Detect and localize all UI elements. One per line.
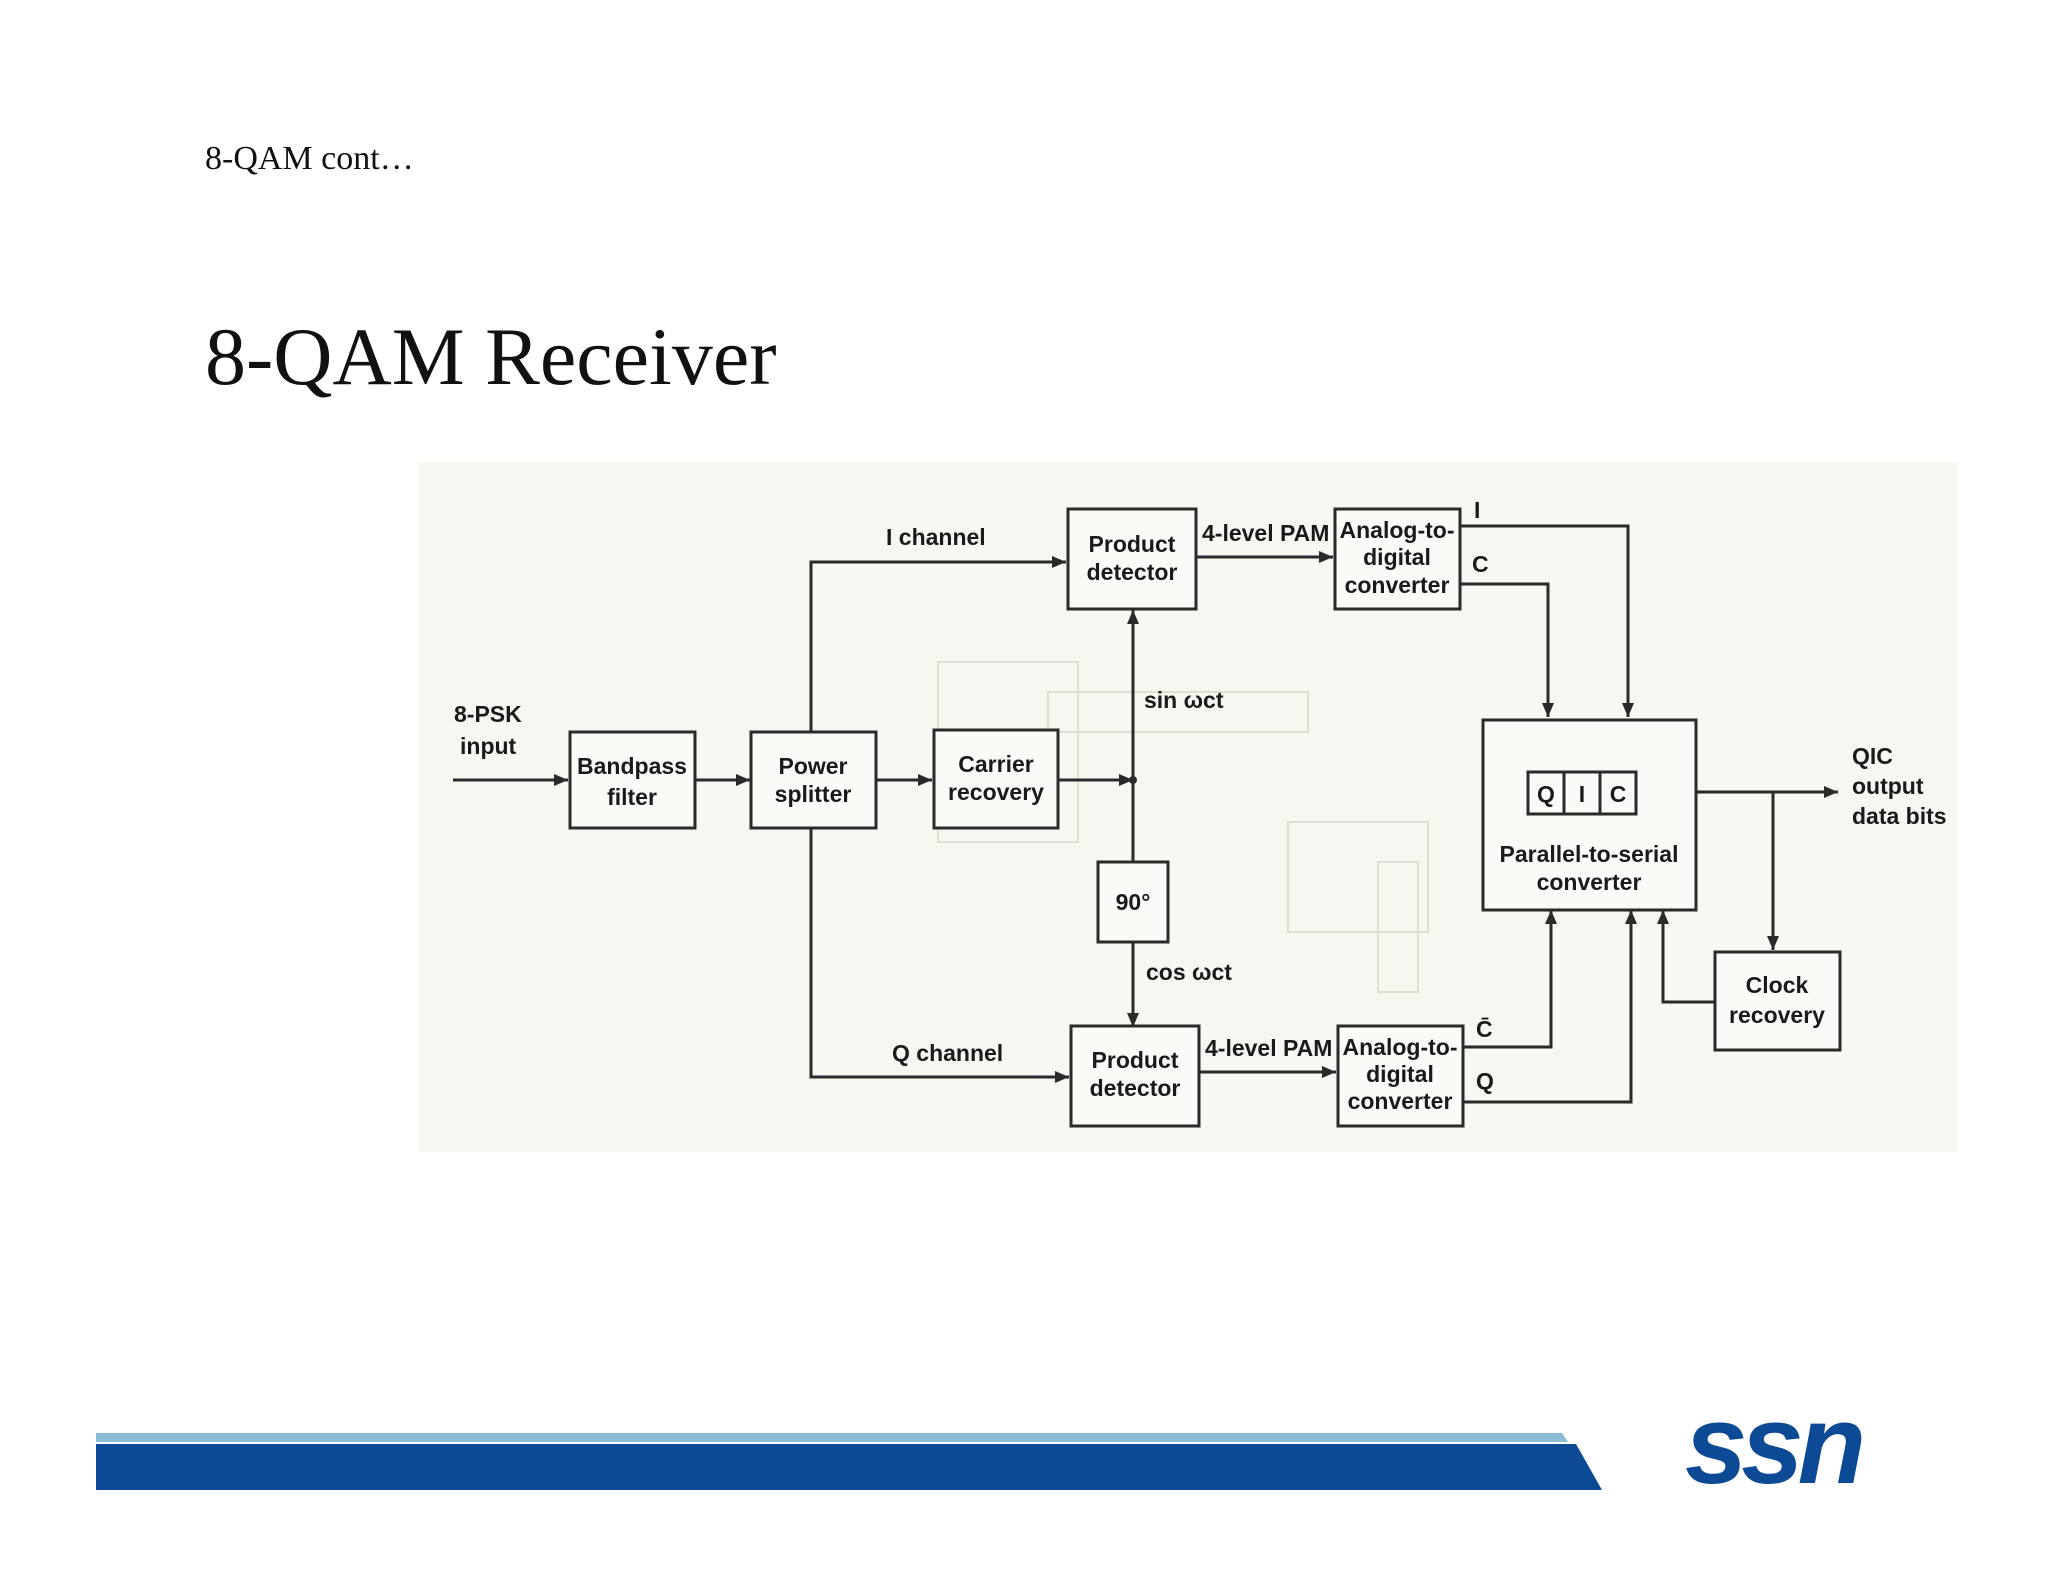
output-label-1: QIC xyxy=(1852,743,1893,769)
q-channel-label: Q channel xyxy=(892,1040,1003,1066)
product-detector-i-block: Product detector xyxy=(1066,507,1198,611)
svg-text:C: C xyxy=(1610,781,1627,807)
svg-text:Analog-to-: Analog-to- xyxy=(1340,517,1455,543)
svg-text:recovery: recovery xyxy=(1729,1002,1825,1028)
input-label-2: input xyxy=(460,733,517,759)
phase-shift-block: 90° xyxy=(1096,860,1170,944)
out-i-label: I xyxy=(1474,497,1480,523)
svg-text:converter: converter xyxy=(1345,572,1450,598)
out-q-label: Q xyxy=(1476,1068,1494,1094)
svg-text:converter: converter xyxy=(1537,869,1642,895)
sin-label: sin ωct xyxy=(1144,687,1224,713)
svg-text:detector: detector xyxy=(1090,1075,1181,1101)
output-label-3: data bits xyxy=(1852,803,1947,829)
svg-text:Parallel-to-serial: Parallel-to-serial xyxy=(1500,841,1679,867)
svg-text:recovery: recovery xyxy=(948,779,1044,805)
output-label-2: output xyxy=(1852,773,1924,799)
svg-text:90°: 90° xyxy=(1116,889,1151,915)
svg-text:Analog-to-: Analog-to- xyxy=(1343,1034,1458,1060)
bandpass-filter-block: Bandpass filter xyxy=(568,730,697,830)
pam-q-label: 4-level PAM xyxy=(1205,1035,1332,1061)
product-detector-q-block: Product detector xyxy=(1069,1024,1201,1128)
svg-text:splitter: splitter xyxy=(775,781,852,807)
svg-text:converter: converter xyxy=(1348,1088,1453,1114)
svg-text:Carrier: Carrier xyxy=(958,751,1033,777)
i-channel-label: I channel xyxy=(886,524,986,550)
adc-q-block: Analog-to- digital converter xyxy=(1336,1024,1465,1128)
power-splitter-block: Power splitter xyxy=(749,730,878,830)
svg-text:Product: Product xyxy=(1089,531,1176,557)
out-c-label: C xyxy=(1472,551,1489,577)
ssn-logo: ssn xyxy=(1685,1382,1866,1507)
clock-recovery-block: Clock recovery xyxy=(1713,950,1842,1052)
svg-text:Q: Q xyxy=(1537,781,1555,807)
parallel-to-serial-block: Q I C Parallel-to-serial converter xyxy=(1481,718,1698,912)
svg-text:detector: detector xyxy=(1087,559,1178,585)
receiver-block-diagram: Bandpass filter Power splitter Carrier r… xyxy=(418,462,1958,1152)
svg-text:digital: digital xyxy=(1366,1061,1434,1087)
footer-bar xyxy=(96,1433,1602,1490)
slide-subtitle: 8-QAM cont… xyxy=(205,140,414,177)
input-label: 8-PSK xyxy=(454,701,522,727)
out-cbar-label: C̄ xyxy=(1476,1016,1493,1042)
svg-text:filter: filter xyxy=(607,784,657,810)
adc-i-block: Analog-to- digital converter xyxy=(1333,507,1462,611)
svg-text:Product: Product xyxy=(1092,1047,1179,1073)
svg-text:Bandpass: Bandpass xyxy=(577,753,687,779)
svg-text:I: I xyxy=(1579,781,1585,807)
slide-title: 8-QAM Receiver xyxy=(205,311,777,402)
carrier-recovery-block: Carrier recovery xyxy=(932,728,1060,830)
cos-label: cos ωct xyxy=(1146,959,1232,985)
svg-text:Clock: Clock xyxy=(1746,972,1809,998)
pam-i-label: 4-level PAM xyxy=(1202,520,1329,546)
svg-text:digital: digital xyxy=(1363,544,1431,570)
svg-text:Power: Power xyxy=(778,753,847,779)
